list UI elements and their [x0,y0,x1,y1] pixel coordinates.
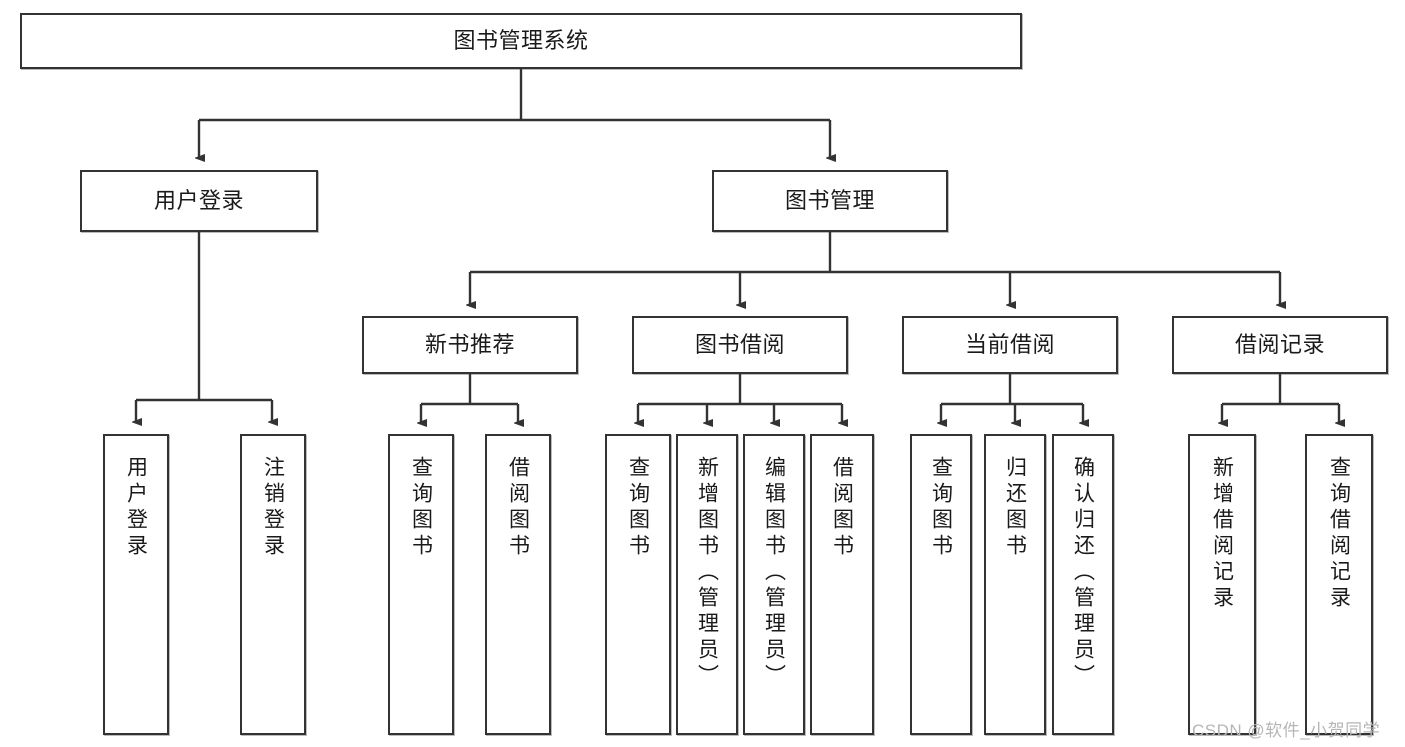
node-label: 新增图书（管理员） [695,456,719,690]
node-leaf-9-归还图书[interactable]: 归还图书 [984,434,1046,735]
node-level3-0-新书推荐[interactable]: 新书推荐 [362,316,578,374]
node-label: 用户登录 [153,188,244,214]
node-label: 当前借阅 [964,332,1055,358]
node-leaf-2-查询图书[interactable]: 查询图书 [388,434,454,735]
node-leaf-7-借阅图书[interactable]: 借阅图书 [810,434,874,735]
node-label: 借阅记录 [1234,332,1325,358]
node-label: 注销登录 [261,456,285,560]
node-leaf-4-查询图书[interactable]: 查询图书 [605,434,671,735]
node-label: 查询图书 [626,456,650,560]
node-label: 查询图书 [929,456,953,560]
node-label: 借阅图书 [830,456,854,560]
node-label: 借阅图书 [506,456,530,560]
node-label: 归还图书 [1003,456,1027,560]
node-label: 图书借阅 [694,332,785,358]
node-leaf-8-查询图书[interactable]: 查询图书 [910,434,972,735]
node-label: 查询图书 [409,456,433,560]
node-label: 编辑图书（管理员） [762,456,786,690]
node-leaf-5-新增图书管理员[interactable]: 新增图书（管理员） [676,434,738,735]
node-leaf-12-查询借阅记录[interactable]: 查询借阅记录 [1305,434,1373,735]
node-leaf-0-用户登录[interactable]: 用户登录 [103,434,169,735]
node-level2-1-图书管理[interactable]: 图书管理 [712,170,948,232]
node-level3-3-借阅记录[interactable]: 借阅记录 [1172,316,1388,374]
node-leaf-11-新增借阅记录[interactable]: 新增借阅记录 [1188,434,1256,735]
node-label: 查询借阅记录 [1327,456,1351,612]
node-label: 用户登录 [124,456,148,560]
node-level3-1-图书借阅[interactable]: 图书借阅 [632,316,848,374]
node-level3-2-当前借阅[interactable]: 当前借阅 [902,316,1118,374]
node-root-图书管理系统[interactable]: 图书管理系统 [20,13,1022,69]
node-label: 确认归还（管理员） [1071,456,1095,690]
node-label: 新书推荐 [424,332,515,358]
node-level2-0-用户登录[interactable]: 用户登录 [80,170,318,232]
node-leaf-3-借阅图书[interactable]: 借阅图书 [485,434,551,735]
node-label: 图书管理 [784,188,875,214]
node-label: 图书管理系统 [453,28,589,54]
node-leaf-10-确认归还管理员[interactable]: 确认归还（管理员） [1052,434,1114,735]
node-leaf-1-注销登录[interactable]: 注销登录 [240,434,306,735]
node-leaf-6-编辑图书管理员[interactable]: 编辑图书（管理员） [743,434,805,735]
node-label: 新增借阅记录 [1210,456,1234,612]
